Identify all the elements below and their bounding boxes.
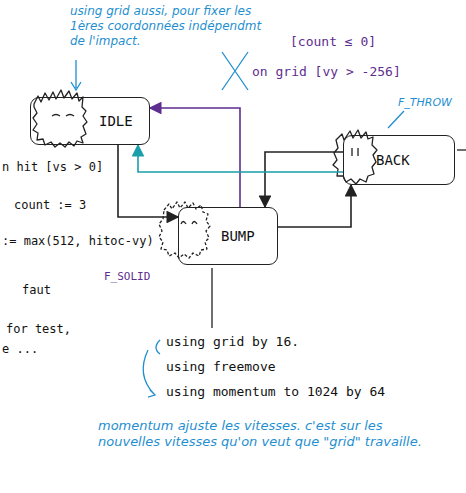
state-box: BACK — [343, 135, 455, 185]
note: using grid aussi, pour fixer les 1ères c… — [70, 4, 270, 49]
event-name: F_SOLID — [104, 270, 150, 284]
guard: [count ≤ 0] — [290, 34, 376, 50]
creature-eyes — [181, 222, 197, 225]
creature-idle — [33, 90, 87, 147]
note: momentum ajuste les vitesses. c'est sur … — [98, 418, 428, 451]
state-name: BUMP — [221, 228, 255, 244]
transition-note: count := 3 — [14, 198, 86, 213]
behaviour: using freemove — [166, 359, 276, 375]
transition-note: := max(512, hitoc-vy) — [2, 234, 154, 249]
leader-line — [211, 268, 212, 328]
event-name: F_THROW — [398, 96, 452, 110]
behaviour: using grid by 16. — [166, 334, 299, 350]
state-box: BUMP — [178, 207, 278, 265]
note: for test, — [6, 322, 71, 337]
transition-arrow — [118, 145, 178, 217]
state-name: BACK — [376, 152, 410, 168]
bracket — [143, 340, 160, 397]
transition-note: n hit [vs > 0] — [2, 160, 103, 175]
cross-out — [222, 52, 248, 90]
behaviour: using momentum to 1024 by 64 — [166, 384, 385, 400]
creature-eyes — [52, 115, 74, 117]
transition-arrow — [150, 108, 240, 207]
note-arrow — [71, 60, 81, 90]
transition-arrow — [278, 185, 351, 227]
creature-bump — [159, 202, 210, 258]
state-box: IDLE — [30, 97, 150, 145]
transition-arrow — [265, 152, 343, 207]
stub-wire — [457, 149, 466, 150]
transition-arrow — [138, 145, 343, 172]
note: e ... — [2, 342, 38, 357]
guard: on grid [vy > -256] — [252, 64, 401, 80]
transition-note: faut — [22, 283, 51, 298]
creature-back — [333, 130, 377, 184]
state-name: IDLE — [99, 113, 133, 129]
creature-eyes — [352, 148, 358, 156]
leader-line — [388, 111, 404, 128]
